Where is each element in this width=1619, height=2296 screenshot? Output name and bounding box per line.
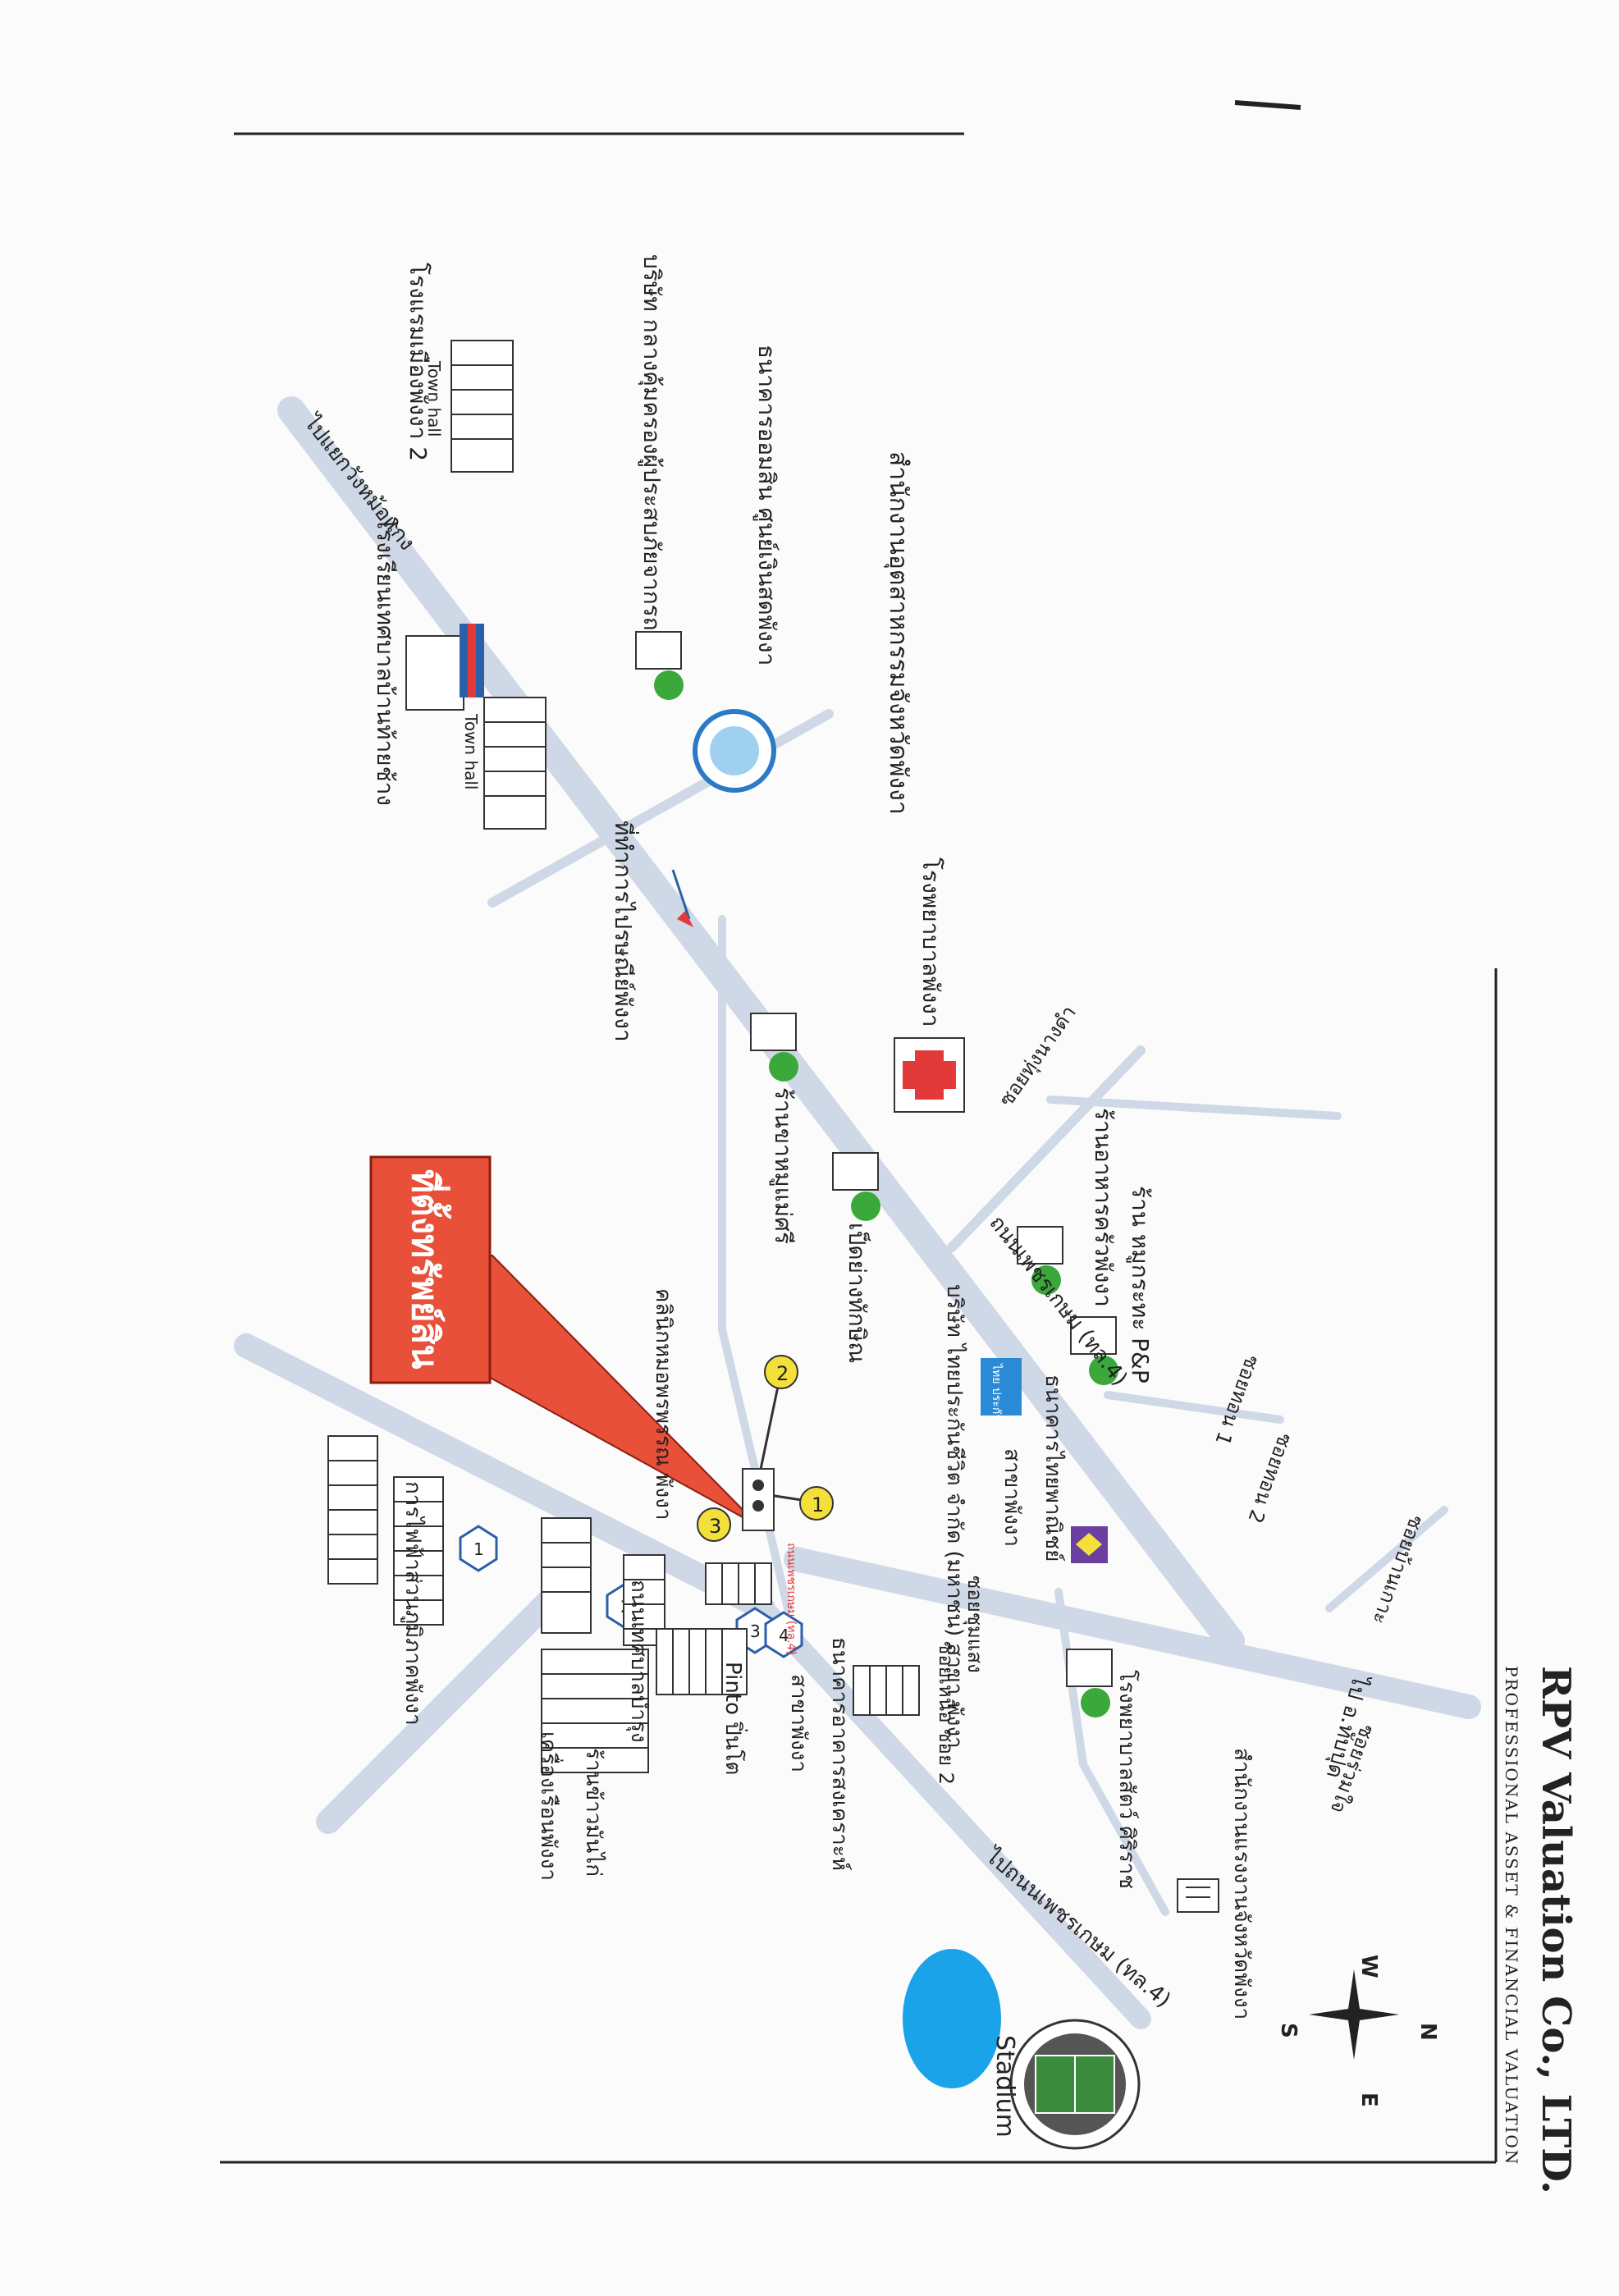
compass-e: E (1356, 2092, 1381, 2107)
pinto-label: Pinto ปิ่นโต (720, 1662, 748, 1775)
junction-4: 4 (764, 1611, 803, 1658)
scb-label: ธนาคารไทยพาณิชย์ (1040, 1374, 1066, 1562)
subject-plot (742, 1468, 775, 1531)
company-name: RPV Valuation Co., LTD. (1533, 1666, 1579, 2194)
road-thap-put (784, 1547, 1481, 1719)
stadium-icon (1009, 2019, 1141, 2150)
road-bottom-left (316, 1580, 570, 1834)
restaurant-1-label: ร้าน หมูกระทะ P&P (1126, 1186, 1154, 1384)
marker-3: 3 (697, 1507, 731, 1542)
insurance-label: บริษัท ไทยประกันชีวิต จำกัด (มหาชน) สาขา… (942, 1284, 967, 1749)
lake (903, 1949, 1001, 2088)
house-icon-duck (832, 1152, 880, 1221)
house-icon-noodle (750, 1013, 798, 1082)
town-hall-1-icon (450, 340, 514, 473)
rice-shop-label: ร้านข้าวมันไก่ (581, 1748, 606, 1877)
industry-office-label: สำนักงานอุตสาหกรรมจังหวัดพังงา (883, 451, 912, 815)
gh-branch-label: สาขาพังงา (786, 1674, 811, 1772)
compass-w: W (1356, 1955, 1381, 1978)
school-icon (405, 624, 484, 711)
row-buildings-left-1 (327, 1435, 444, 1626)
gsb-label: ธนาคารออมสิน ศูนย์เงินสดพังงา (752, 345, 780, 665)
duck-label: เป็ดย่างทักษิณ (844, 1223, 871, 1363)
road-to-stadium (752, 1598, 1151, 2029)
furniture-label: เครื่องเรือนพังงา (536, 1731, 564, 1881)
gh-bank-label: ธนาคารอาคารสงเคราะห์ (827, 1637, 852, 1871)
svg-text:4: 4 (779, 1626, 789, 1645)
thai-insurance-logo-icon: ไทย ประกัน (981, 1358, 1022, 1422)
pen-mark (1234, 100, 1301, 110)
house-icon-vet (1066, 1649, 1113, 1717)
subject-label: ที่ตั้งทรัพย์สิน (404, 1169, 452, 1369)
house-icon-gsb (635, 631, 684, 700)
road-label-soi-thon-2: ซอยทอน 2 (1243, 1430, 1297, 1526)
clinic-label: คลินิกหมอพรพรรณ พังงา (651, 1288, 675, 1520)
subject-road-tag: ถนนเพชรเกษม (ทล.4) (784, 1543, 798, 1655)
hospital-icon (894, 1037, 965, 1113)
svg-text:1: 1 (812, 1493, 824, 1516)
labour-office-label: สำนักงานแรงงานจังหวัดพังงา (1229, 1748, 1254, 2019)
road-label-soi-chum-saeng: ซอยชุมแสง (963, 1576, 986, 1673)
central-company-label: บริษัท กลางคุ้มครองผู้ประสบภัยจากรถ (638, 254, 665, 631)
school-label: โรงเรียนเทศบาลบ้านท้ายช้าง (372, 517, 399, 806)
post-office-label: ที่ทำการไปรษณีย์พังงา (610, 821, 639, 1042)
gsb-logo-icon (693, 709, 776, 793)
house-icon-restaurant-1 (1017, 1226, 1063, 1295)
post-office-icon (671, 869, 693, 927)
compass-icon (1309, 1969, 1399, 2060)
road-soi-4 (1104, 1391, 1284, 1424)
subject-box (369, 1155, 492, 1384)
compass-s: S (1276, 2023, 1301, 2038)
row-buildings-lower (541, 1628, 920, 1773)
junction-1: 1 (459, 1525, 498, 1572)
marker-2: 2 (757, 1355, 798, 1478)
stadium-label: Stadium (990, 2035, 1019, 2138)
road-lower-left (234, 1333, 775, 1621)
compass-n: N (1415, 2023, 1440, 2041)
elec-label: การไฟฟ้าส่วนภูมิภาคพังงา (400, 1481, 426, 1726)
scb-logo-icon (1071, 1526, 1108, 1563)
noodle-label: ร้านขาหมูแม่ศรี (769, 1087, 797, 1244)
svg-text:ไทย ประกัน: ไทย ประกัน (990, 1363, 1004, 1422)
subject-pointer (446, 1255, 760, 1527)
svg-text:3: 3 (750, 1621, 761, 1641)
road-label-phetkasem-b: ไปถนนเพชรเกษม (ทล.4) (980, 1842, 1176, 2012)
hotel-label: โรงแรมเมืองพังงา 2 (405, 263, 432, 461)
company-tagline: PROFESSIONAL ASSET & FINANCIAL VALUATION (1502, 1666, 1521, 2166)
road-label-thesaban: ถนนเทศบาลบำรุง (626, 1580, 651, 1743)
svg-text:2: 2 (776, 1362, 789, 1385)
scb-branch-label: สาขาพังงา (999, 1448, 1024, 1547)
house-icon-restaurant-2 (1070, 1316, 1118, 1385)
town-hall-2-label: Town hall (461, 713, 481, 790)
road-label-soi-thung: ซอยทุ่งนางดำ (995, 1001, 1082, 1111)
svg-text:1: 1 (473, 1539, 484, 1559)
road-label-soi-nai-rai: ซอยเหนือ ซอย 2 (935, 1641, 958, 1785)
road-label-wang: ไปแยกวังหม้อแกง (298, 409, 420, 556)
restaurant-2-label: ร้านอาหารครัวพังงา (1090, 1108, 1117, 1307)
road-soi-1 (947, 1045, 1146, 1252)
road-soi-5 (1325, 1506, 1448, 1612)
labour-office-icon (1177, 1878, 1219, 1913)
road-label-soi-thon-1: ซอยทอน 1 (1210, 1352, 1264, 1448)
road-soi-7 (1079, 1760, 1169, 1916)
vet-label: โรงพยาบาลสัตว์ ศิริราช (1114, 1670, 1140, 1889)
marker-1: 1 (758, 1486, 834, 1521)
town-hall-1-label: Town hall (424, 360, 444, 437)
road-soi-3 (1046, 1095, 1342, 1120)
svg-text:3: 3 (709, 1515, 721, 1538)
town-hall-2-icon (483, 697, 547, 830)
hospital-label: โรงพยาบาลพังงา (917, 858, 944, 1027)
